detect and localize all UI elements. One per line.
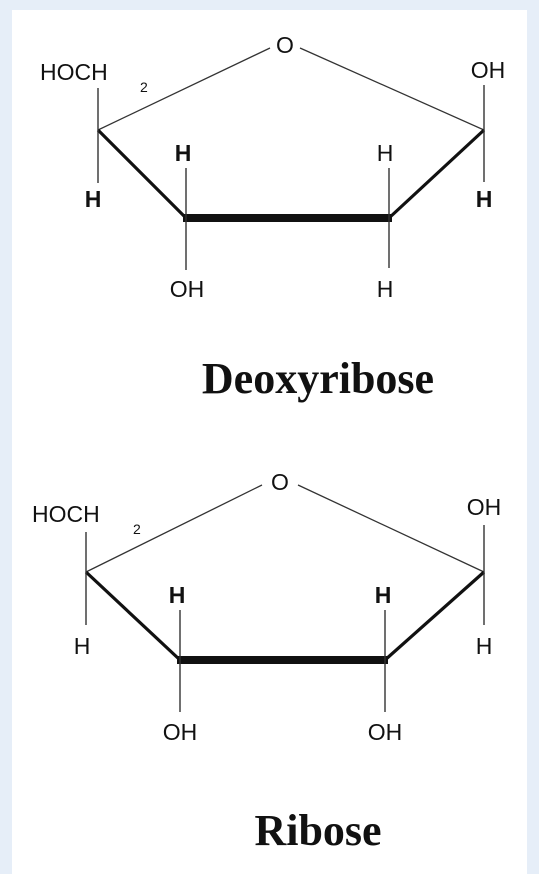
c5-subscript-label: 2	[133, 521, 141, 537]
c3-oh-label: OH	[163, 719, 198, 745]
c1-h-label: H	[476, 186, 493, 212]
c5-group-label: HOCH	[32, 501, 100, 527]
c4-h-label: H	[85, 186, 102, 212]
c5-subscript-label: 2	[140, 79, 148, 95]
c1-h-label: H	[476, 633, 493, 659]
bond-c4-o	[85, 484, 263, 573]
ribose-title: Ribose	[254, 806, 381, 855]
bond-c4-c3	[96, 128, 188, 220]
c3-h-label: H	[175, 140, 192, 166]
deoxyribose-structure: O HOCH 2 OH H H H OH H H Deoxyribose	[40, 32, 505, 403]
bond-c2-c1	[387, 128, 486, 220]
bond-c4-c3	[84, 570, 182, 662]
c5-group-label: HOCH	[40, 59, 108, 85]
bond-o-c1	[299, 47, 485, 131]
c2-h-top-label: H	[377, 140, 394, 166]
c1-oh-label: OH	[467, 494, 502, 520]
bond-o-c1	[297, 484, 485, 573]
c3-oh-label: OH	[170, 276, 205, 302]
c2-h-label: H	[375, 582, 392, 608]
c2-oh-label: OH	[368, 719, 403, 745]
deoxyribose-title: Deoxyribose	[202, 354, 434, 403]
ring-oxygen-label: O	[271, 469, 289, 495]
c1-oh-label: OH	[471, 57, 506, 83]
c3-h-label: H	[169, 582, 186, 608]
ring-oxygen-label: O	[276, 32, 294, 58]
c4-h-label: H	[74, 633, 91, 659]
bond-c4-o	[97, 47, 271, 131]
bond-c2-c1	[383, 570, 486, 662]
c2-h-bottom-label: H	[377, 276, 394, 302]
ribose-structure: O HOCH 2 OH H H H OH H OH Ribose	[32, 469, 501, 855]
